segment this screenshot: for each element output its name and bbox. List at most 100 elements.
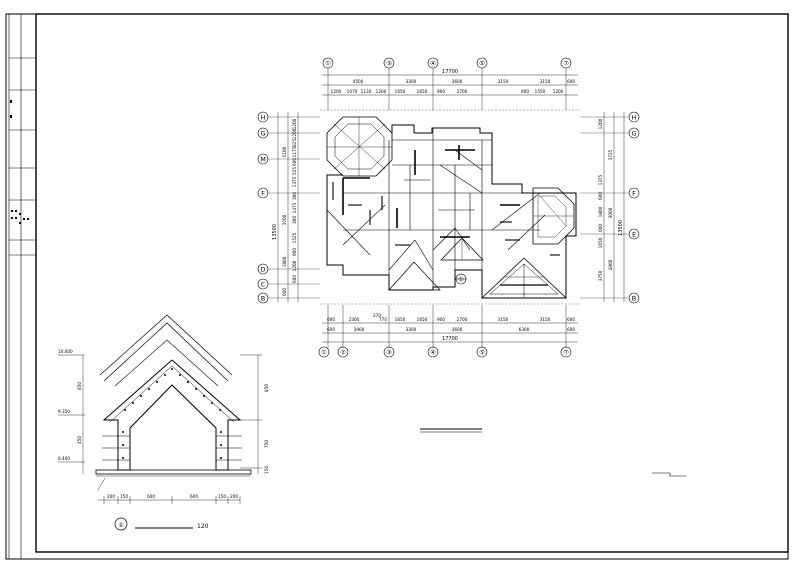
top-axis-5-label: ⑤ [479,60,485,68]
left-dim: 1200 [292,128,297,139]
top-dim: 3150 [498,79,509,84]
bottom-dim: 600 [327,317,335,322]
left-dim: 600 [292,158,297,166]
section-vert-dim: 150 [264,466,269,474]
left-dim: 1200 [292,260,297,271]
bottom-axis-4-label: ④ [430,349,436,357]
left-dim: 1800 [282,256,287,267]
left-dim: 1375 [292,176,297,187]
octagonal-turret [326,116,393,177]
section-bottom-dim: 200 [107,494,115,499]
bottom-axis-2-label: ② [340,349,346,357]
left-axis-bubbles: H G M F D C B [257,111,320,304]
top-dim: 3300 [406,79,417,84]
plan-section-mark: ① [455,273,467,285]
bottom-axis-1-label: ① [321,349,327,357]
left-dim: 525 [292,167,297,175]
section-label-scale: 120 [197,523,209,530]
left-dimension-texts: 13500 5100 3700 1200 1200 825 1175 600 5… [272,118,297,296]
right-dimension-texts: 13500 3725 3000 4800 1200 1375 600 1800 … [598,118,624,281]
right-overall-dim: 13500 [618,220,624,236]
left-dim: 1525 [292,232,297,243]
bottom-dim: 270 [373,313,381,318]
scale-bars [420,428,686,477]
left-dim: 1200 [292,118,297,129]
bottom-dim: 600 [327,327,335,332]
beams [342,145,520,238]
bottom-dim: 770 [379,317,387,322]
bottom-dim: 3150 [498,317,509,322]
elevation-10000: 10.000 [58,349,73,354]
plan-section-mark-label: ① [458,276,464,284]
top-dim: 1550 [535,89,546,94]
top-dim: 1200 [376,89,387,94]
top-axis-4-label: ④ [430,60,436,68]
section-bottom-dim: 600 [190,494,198,499]
left-overall-dim: 13500 [272,224,278,240]
bottom-dim: 600 [567,317,575,322]
left-axis-H-label: H [261,114,266,122]
left-dim: 1175 [292,146,297,157]
top-axis-3-label: ③ [386,60,392,68]
right-dim: 1200 [598,118,603,129]
right-axis-bubbles: H G F E B [580,111,640,304]
right-dimension-chains [603,112,625,302]
bottom-dim: 6300 [519,327,530,332]
bottom-dimension-chains [322,305,578,348]
top-dim: 3150 [540,79,551,84]
bottom-dim: 1650 [417,317,428,322]
top-dim: 600 [521,89,529,94]
top-dim: 600 [567,79,575,84]
top-dim: 1650 [417,89,428,94]
top-dimension-chains [322,74,578,96]
left-dim: 3700 [282,214,287,225]
right-dim: 1650 [598,237,603,248]
top-dim: 3600 [452,79,463,84]
title-strip-marks [10,100,29,224]
bottom-dim: 3600 [452,327,463,332]
left-dim: 300 [292,216,297,224]
section-profile [102,359,242,471]
right-bay-window [532,187,575,245]
section-vert-dim: 850 [264,384,269,392]
top-dim: 2700 [457,89,468,94]
left-dimension-chains [277,112,299,302]
top-dim: 900 [437,89,445,94]
elevation-9350: 9.350 [58,409,70,414]
left-axis-G-label: G [260,130,265,138]
drawing-frame [5,13,789,560]
bottom-overall-dim: 17700 [442,336,458,342]
right-dim: 3000 [608,207,613,218]
bottom-dim: 3300 [406,327,417,332]
right-dim: 4800 [608,259,613,270]
right-dim: 1800 [598,206,603,217]
top-axis-1-label: ① [325,60,331,68]
right-axis-F-label: F [632,190,636,198]
eave-section-detail [58,314,262,504]
left-axis-F-label: F [261,190,265,198]
section-title-label: ① 120 [114,517,209,531]
hip-lines [326,149,546,271]
left-axis-C-label: C [261,281,266,289]
right-axis-G-label: G [631,130,636,138]
left-dim: 900 [292,248,297,256]
left-axis-M-label: M [260,156,266,164]
left-dim: 300 [292,192,297,200]
section-vert-dim: 450 [77,436,82,444]
bottom-dim: 3150 [540,317,551,322]
bottom-axis-bubbles: ① ② ③ ④ ⑤ ⑦ [318,346,572,358]
top-dim: 1200 [331,89,342,94]
bottom-dimension-texts: 270 600 2300 770 1650 1650 900 2700 3150… [327,313,575,342]
section-vert-dim: 850 [77,382,82,390]
top-dim: 4500 [353,79,364,84]
section-annotations: 10.000 9.350 8.400 850 450 850 750 150 2… [58,349,269,499]
section-bottom-dim: 600 [147,494,155,499]
left-dim: 825 [292,139,297,147]
section-label-mark: ① [118,522,123,529]
section-bottom-dim: 150 [218,494,226,499]
elevation-8400: 8.400 [58,456,70,461]
bottom-dim: 3900 [354,327,365,332]
top-dim: 1650 [395,89,406,94]
left-dim: 1475 [292,202,297,213]
